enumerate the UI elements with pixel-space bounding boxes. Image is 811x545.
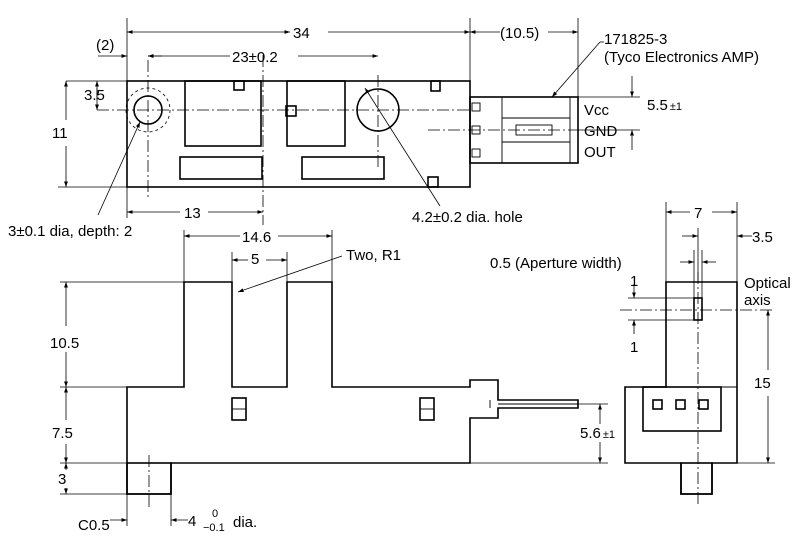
- slot-right: [301, 156, 385, 180]
- front-view: 14.6 5 Two, R1 10.5 7.5 3 5.6±1: [50, 229, 615, 534]
- optical-axis-label: Optical: [744, 275, 791, 292]
- dim-15: 15: [754, 375, 771, 392]
- terminal: [652, 399, 663, 410]
- dim-offset: (2): [96, 37, 114, 54]
- dim-hole-y: 3.5: [84, 87, 105, 104]
- pin-diameter-value: 4: [188, 513, 196, 530]
- front-body-outline: [126, 281, 579, 495]
- dim-14-6: 14.6: [242, 229, 271, 246]
- dim-body-height: 11: [52, 125, 68, 142]
- pin-vcc: Vcc: [584, 102, 610, 119]
- dim-7-5: 7.5: [52, 425, 73, 442]
- dim-1-upper: 1: [630, 273, 638, 290]
- side-view: 7 3.5 0.5 (Aperture width) 1 1 Optical a…: [490, 202, 791, 505]
- small-mark: [285, 105, 297, 117]
- part-number: 171825-3: [604, 31, 667, 48]
- small-mark: [430, 80, 441, 92]
- pin-out: OUT: [584, 144, 616, 161]
- detector-cavity: [286, 80, 346, 147]
- dim-1-lower: 1: [630, 339, 638, 356]
- note-radius: Two, R1: [346, 247, 401, 264]
- chamfer-note: C0.5: [78, 517, 110, 534]
- top-view: 34 (10.5) (2) 23±0.2 3.5 11 13 5.5±1: [8, 18, 759, 240]
- dim-7: 7: [694, 205, 702, 222]
- dim-13: 13: [184, 205, 201, 222]
- optical-axis-label-2: axis: [744, 292, 771, 309]
- pin-diameter-tol-upper: 0: [212, 508, 218, 520]
- note-small-hole: 3±0.1 dia, depth: 2: [8, 223, 132, 240]
- part-manufacturer: (Tyco Electronics AMP): [604, 49, 759, 66]
- dim-5: 5: [251, 251, 259, 268]
- small-mark: [427, 176, 439, 188]
- note-large-hole: 4.2±0.2 dia. hole: [412, 209, 523, 226]
- terminal: [675, 399, 686, 410]
- dim-5-5: 5.5±1: [647, 97, 682, 114]
- dim-5-6: 5.6±1: [580, 425, 615, 442]
- emitter-cavity: [184, 80, 262, 147]
- dim-hole-spacing: 23±0.2: [232, 49, 278, 66]
- terminal: [698, 399, 709, 410]
- dim-connector-length: (10.5): [500, 25, 539, 42]
- side-connector: [642, 386, 722, 432]
- top-body-outline: [126, 80, 471, 188]
- small-mark: [233, 80, 245, 91]
- dim-3-5: 3.5: [752, 229, 773, 246]
- slot-left: [179, 156, 263, 180]
- dim-overall-length: 34: [293, 25, 310, 42]
- pin-gnd: GND: [584, 123, 618, 140]
- dim-3: 3: [58, 471, 66, 488]
- side-pin: [680, 462, 713, 495]
- aperture-width-note: 0.5 (Aperture width): [490, 255, 622, 272]
- dim-10-5: 10.5: [50, 335, 79, 352]
- pin-diameter-tol-lower: −0.1: [203, 522, 225, 534]
- pin-diameter-suffix: dia.: [233, 514, 257, 531]
